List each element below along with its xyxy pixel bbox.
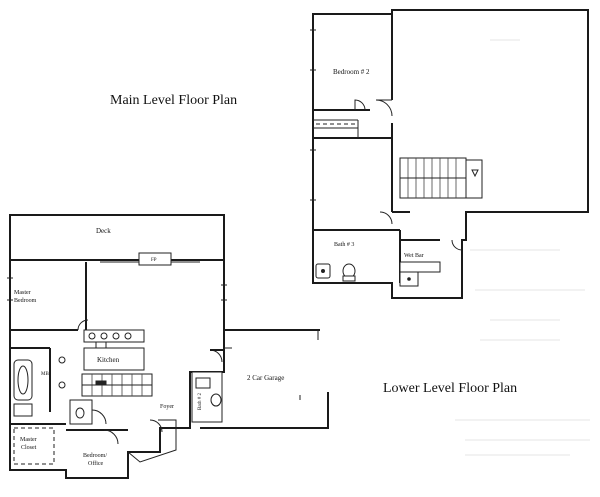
- room-label-bath-3: Bath # 3: [334, 242, 354, 248]
- fireplace-label: FP: [151, 258, 157, 263]
- room-label-master-bedroom-line1: Master: [14, 290, 31, 296]
- bleed-through-marks: [455, 39, 590, 456]
- room-label-garage: 2 Car Garage: [247, 374, 284, 382]
- room-label-bath-2: Bath # 2: [198, 393, 203, 410]
- room-label-kitchen: Kitchen: [97, 356, 120, 364]
- room-label-deck: Deck: [96, 227, 111, 235]
- room-label-master-closet-line2: Closet: [21, 445, 37, 451]
- main-level-title: Main Level Floor Plan: [110, 93, 237, 108]
- room-label-master-bedroom-line2: Bedroom: [14, 298, 37, 304]
- room-label-wet-bar: Wet Bar: [404, 253, 424, 259]
- lower-level-plan: [310, 9, 589, 299]
- room-label-bedroom-2: Bedroom # 2: [333, 68, 370, 76]
- lower-level-title: Lower Level Floor Plan: [383, 381, 517, 396]
- room-label-bedroom-office-line2: Office: [88, 460, 104, 467]
- room-label-bedroom-office-line1: Bedroom/: [83, 453, 107, 459]
- room-label-master-closet-line1: Master: [20, 437, 37, 443]
- room-label-master-bath: MB: [41, 372, 49, 377]
- lower-stair-treads: [400, 158, 466, 198]
- room-label-foyer: Foyer: [160, 404, 174, 410]
- main-level-plan: [7, 214, 329, 479]
